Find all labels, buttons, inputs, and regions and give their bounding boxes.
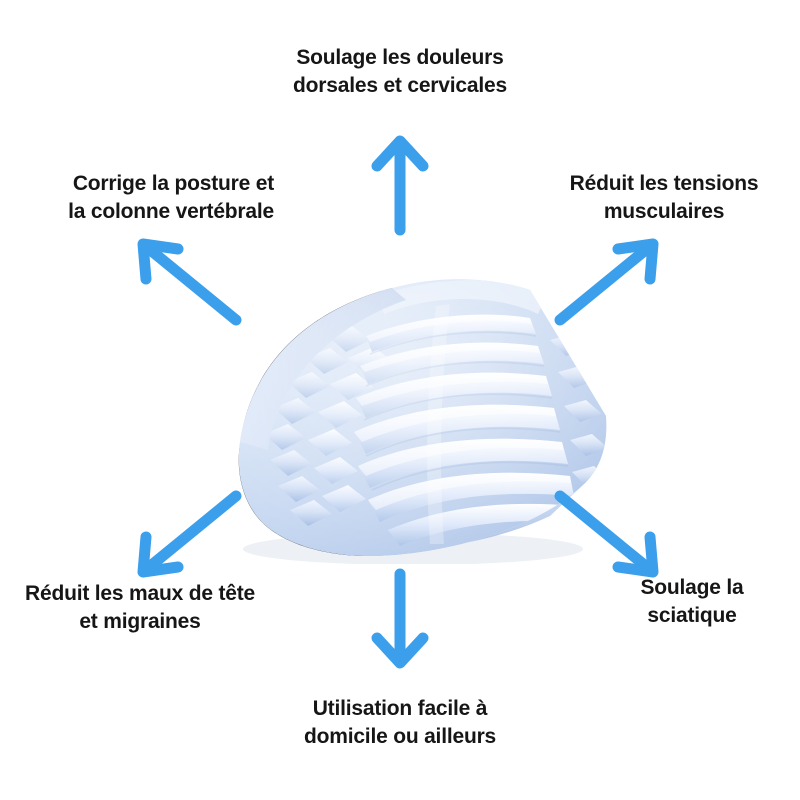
arrow-up-icon: [371, 135, 429, 236]
arrow-up-left-icon: [137, 238, 242, 326]
arrow-down-right-icon: [554, 490, 659, 578]
back-stretcher-illustration: [238, 279, 607, 565]
arrow-up-right-icon: [554, 238, 659, 326]
arrow-down-left-icon: [137, 490, 242, 578]
benefit-label-bottom: Utilisation facile à domicile ou ailleur…: [303, 697, 497, 748]
benefit-label-top-right: Réduit les tensions musculaires: [569, 172, 759, 223]
benefit-label-bottom-left: Réduit les maux de tête et migraines: [25, 582, 255, 633]
benefit-label-top: Soulage les douleurs dorsales et cervica…: [293, 46, 507, 97]
benefit-label-top-left: Corrige la posture et la colonne vertébr…: [68, 172, 274, 223]
product-image: [178, 244, 622, 565]
product-sheen: [238, 279, 607, 557]
arrow-down-icon: [371, 568, 429, 669]
benefit-label-bottom-right: Soulage la sciatique: [640, 576, 744, 627]
product-front-edge: [318, 486, 582, 556]
